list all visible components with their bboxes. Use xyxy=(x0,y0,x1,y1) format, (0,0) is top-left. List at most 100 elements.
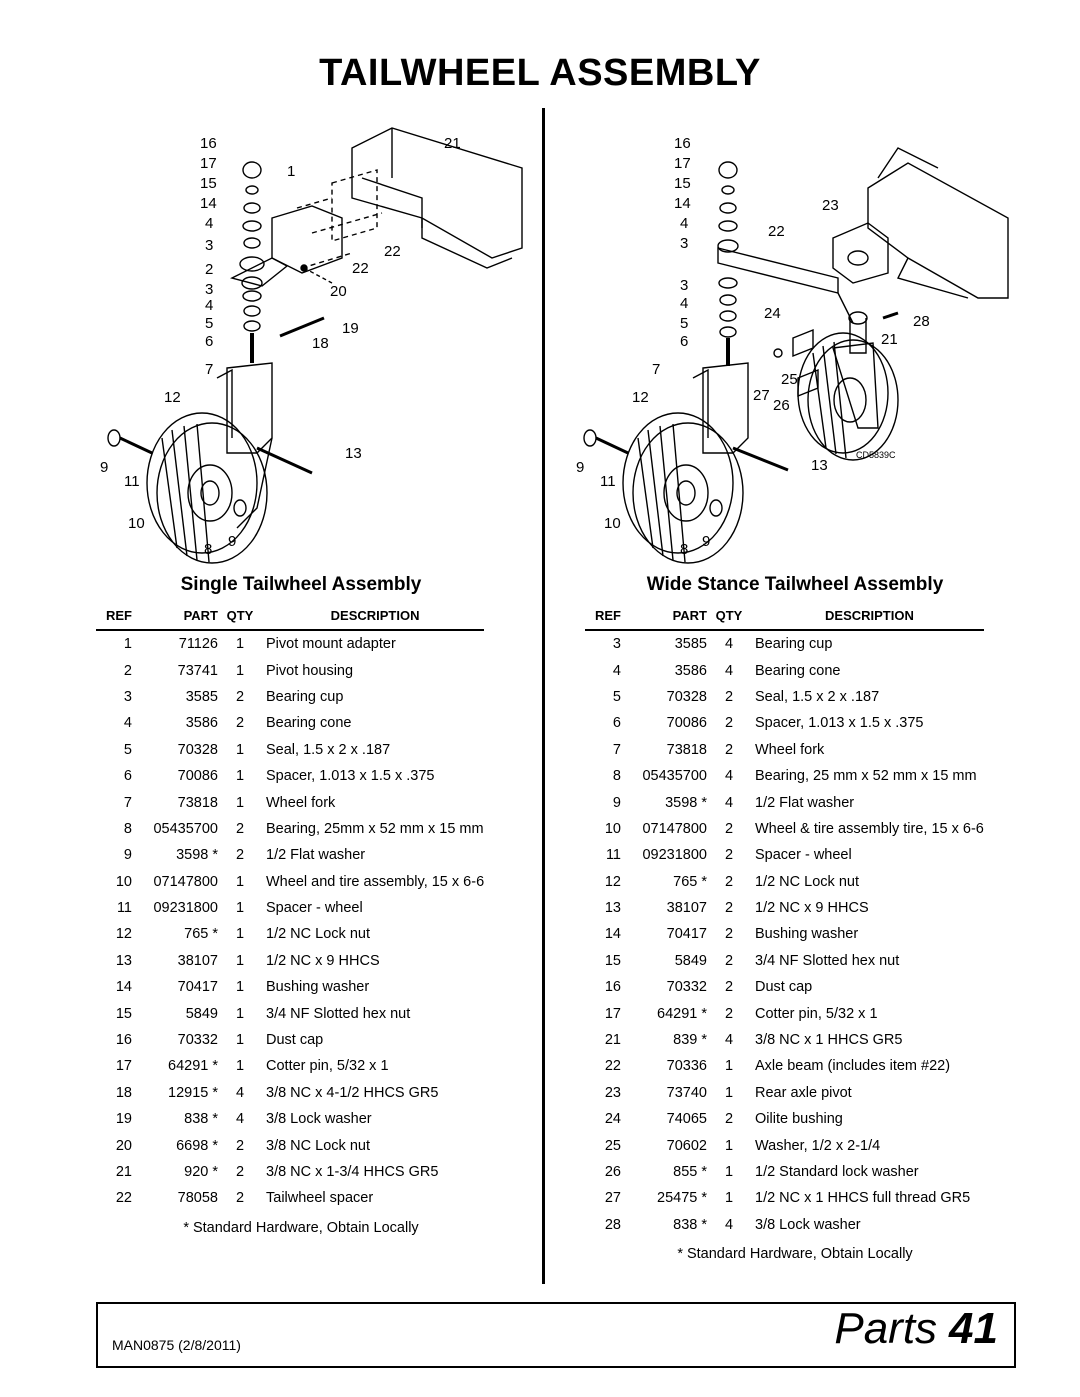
header-ref: REF xyxy=(96,608,132,631)
callout-label: 18 xyxy=(312,335,329,352)
ref-cell: 26 xyxy=(604,1164,621,1180)
part-cell: 25475 * xyxy=(657,1190,707,1207)
description-cell: Bearing cup xyxy=(755,636,833,653)
description-cell: Pivot housing xyxy=(266,662,354,679)
description-cell: Washer, 1/2 x 2-1/4 xyxy=(755,1137,881,1154)
part-cell: 73818 xyxy=(666,741,707,758)
callout-label: 28 xyxy=(913,313,930,330)
callout-label: 4 xyxy=(680,215,688,232)
header-description: DESCRIPTION xyxy=(747,608,984,631)
section-label: Parts xyxy=(834,1304,938,1353)
hardware-note: * Standard Hardware, Obtain Locally xyxy=(183,1219,419,1236)
description-cell: 1/2 NC Lock nut xyxy=(266,926,370,943)
drawing-code: CD5839C xyxy=(856,450,896,460)
ref-cell: 3 xyxy=(612,636,621,653)
callout-label: 3 xyxy=(680,277,688,294)
description-cell: Bearing cup xyxy=(266,688,344,705)
ref-cell: 10 xyxy=(604,820,621,837)
part-cell: 6698 * xyxy=(176,1137,218,1154)
callout-label: 9 xyxy=(228,533,236,550)
callout-label: 3 xyxy=(680,235,688,252)
part-cell: 73818 xyxy=(177,794,218,811)
part-cell: 70602 xyxy=(666,1137,707,1154)
part-cell: 70086 xyxy=(177,768,218,785)
ref-cell: 13 xyxy=(604,900,621,917)
qty-cell: 1 xyxy=(235,952,245,969)
qty-cell: 2 xyxy=(235,715,245,732)
callout-label: 11 xyxy=(124,473,140,490)
hardware-note: * Standard Hardware, Obtain Locally xyxy=(677,1245,913,1262)
part-cell: 70417 xyxy=(666,926,707,943)
callout-label: 6 xyxy=(205,333,213,350)
description-cell: Wheel & tire assembly tire, 15 x 6-6 xyxy=(755,820,984,837)
wide-stance-section: Wide Stance Tailwheel Assembly REF PART … xyxy=(585,574,1005,1262)
manual-code: MAN0875 (2/8/2011) xyxy=(112,1337,241,1353)
description-cell: 1/2 Flat washer xyxy=(266,847,366,864)
ref-cell: 14 xyxy=(115,979,132,996)
description-cell: 1/2 NC x 1 HHCS full thread GR5 xyxy=(755,1190,971,1207)
ref-cell: 6 xyxy=(123,768,132,785)
callout-label: 10 xyxy=(604,515,621,532)
part-cell: 70328 xyxy=(177,741,218,758)
callout-label: 9 xyxy=(100,459,108,476)
callout-label: 19 xyxy=(342,320,359,337)
callout-label: 22 xyxy=(384,243,401,260)
header-part: PART xyxy=(621,608,711,631)
callout-label: 25 xyxy=(781,371,798,388)
qty-cell: 1 xyxy=(235,741,245,758)
description-cell: Axle beam (includes item #22) xyxy=(755,1058,951,1075)
description-cell: Spacer, 1.013 x 1.5 x .375 xyxy=(755,715,924,732)
qty-cell: 2 xyxy=(724,741,734,758)
callout-label: 2 xyxy=(205,261,213,278)
qty-cell: 2 xyxy=(724,873,734,890)
part-cell: 70417 xyxy=(177,979,218,996)
ref-cell: 12 xyxy=(604,873,621,890)
callout-label: 15 xyxy=(200,175,217,192)
qty-cell: 4 xyxy=(724,1216,734,1233)
part-cell: 78058 xyxy=(177,1190,218,1207)
description-cell: Rear axle pivot xyxy=(755,1084,852,1101)
ref-cell: 13 xyxy=(115,952,132,969)
description-cell: Spacer, 1.013 x 1.5 x .375 xyxy=(266,768,435,785)
part-cell: 3598 * xyxy=(665,794,707,811)
ref-cell: 7 xyxy=(612,741,621,758)
part-cell: 765 * xyxy=(184,926,218,943)
ref-cell: 1 xyxy=(123,636,132,653)
ref-cell: 14 xyxy=(604,926,621,943)
description-cell: 1/2 Standard lock washer xyxy=(755,1164,919,1180)
part-cell: 838 * xyxy=(673,1216,707,1233)
part-cell: 5849 xyxy=(674,952,707,969)
ref-cell: 3 xyxy=(123,688,132,705)
callout-label: 22 xyxy=(768,223,785,240)
ref-cell: 6 xyxy=(612,715,621,732)
header-qty: QTY xyxy=(222,608,258,631)
part-cell: 838 * xyxy=(184,1111,218,1128)
ref-cell: 4 xyxy=(612,662,621,679)
ref-cell: 25 xyxy=(604,1137,621,1154)
description-cell: Bearing cone xyxy=(266,715,352,732)
description-cell: 1/2 NC Lock nut xyxy=(755,873,859,890)
callout-label: 13 xyxy=(345,445,362,462)
part-cell: 05435700 xyxy=(642,768,707,785)
part-cell: 855 * xyxy=(673,1164,707,1180)
